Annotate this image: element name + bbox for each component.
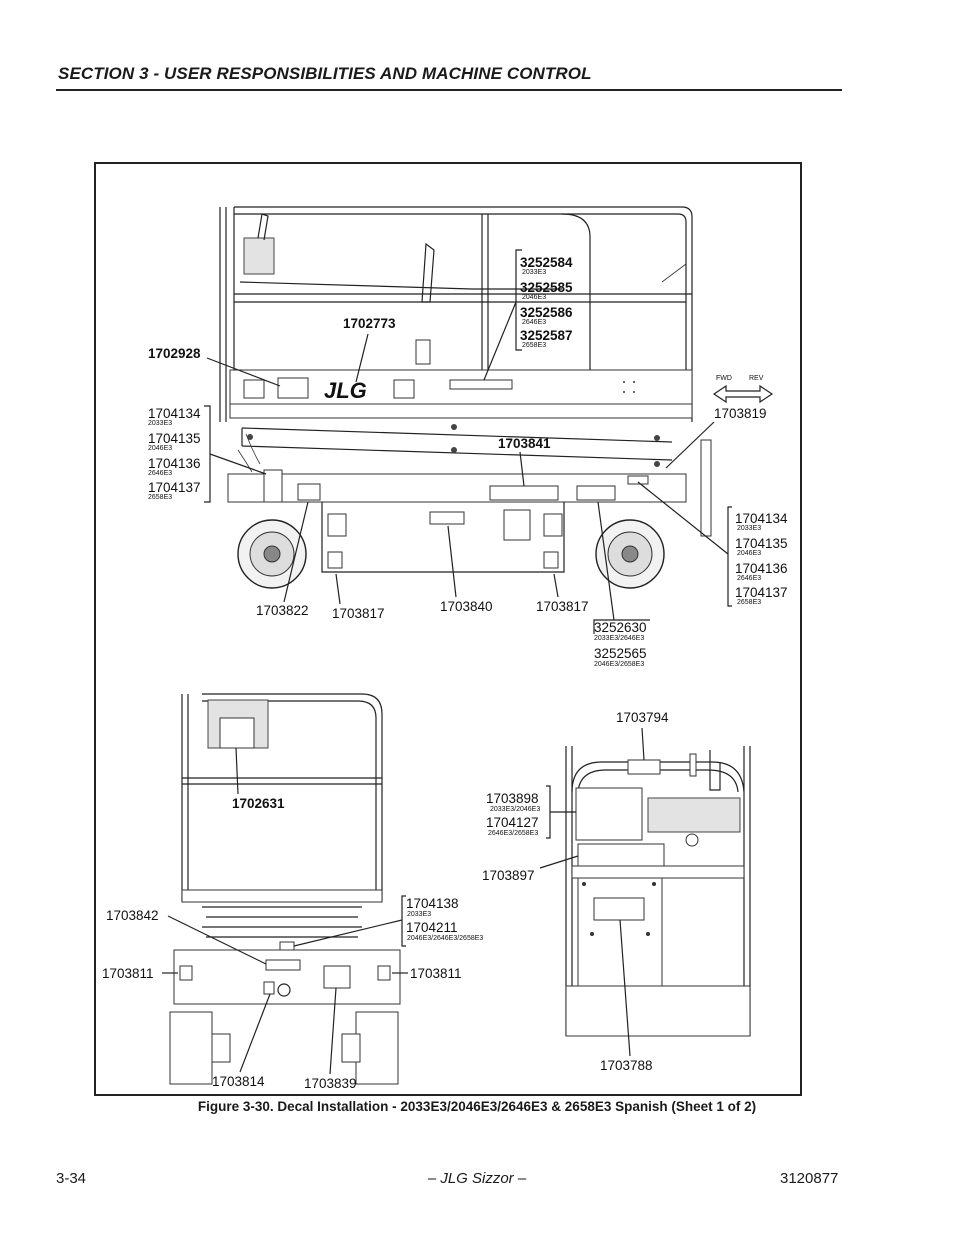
callout-1704211: 1704211	[406, 920, 458, 935]
right-model-2033e3: 2033E3	[737, 525, 761, 532]
callout-1703811-right: 1703811	[410, 966, 462, 981]
model-2046e3: 2046E3	[522, 294, 546, 301]
header-rule	[56, 89, 842, 91]
callout-1703788: 1703788	[600, 1058, 653, 1073]
callout-1703819: 1703819	[714, 406, 767, 421]
callout-1704127: 1704127	[486, 815, 539, 830]
callout-3252585: 3252585	[520, 280, 573, 295]
models-3252565: 2046E3/2658E3	[594, 661, 644, 668]
callout-3252630: 3252630	[594, 620, 647, 635]
left-model-2033e3: 2033E3	[148, 420, 172, 427]
model-2646e3: 2646E3	[522, 319, 546, 326]
callout-3252586: 3252586	[520, 305, 573, 320]
fwd-rev-arrow-icon	[712, 384, 774, 404]
side-view-machine: JLG	[219, 206, 774, 589]
section-title: SECTION 3 - USER RESPONSIBILITIES AND MA…	[58, 64, 592, 83]
callout-left-1704135: 1704135	[148, 431, 201, 446]
callout-right-1704135: 1704135	[735, 536, 788, 551]
models-1704127: 2646E3/2658E3	[488, 830, 538, 837]
side-view-callouts: 3252584 2033E3 3252585 2046E3 3252586 26…	[148, 249, 788, 668]
fwd-label: FWD	[716, 375, 732, 382]
callout-3252587: 3252587	[520, 328, 573, 343]
document-number: 3120877	[780, 1170, 839, 1187]
left-model-2658e3: 2658E3	[148, 494, 172, 501]
figure-caption: Figure 3-30. Decal Installation - 2033E3…	[197, 1099, 757, 1114]
rev-label: REV	[749, 375, 764, 382]
callout-1703822: 1703822	[256, 603, 309, 618]
callout-1702928: 1702928	[148, 346, 201, 361]
callout-left-1704137: 1704137	[148, 480, 201, 495]
callout-3252584: 3252584	[520, 255, 573, 270]
figure-frame: JLG	[94, 162, 802, 1096]
callout-right-1704134: 1704134	[735, 511, 788, 526]
jlg-logo: JLG	[324, 378, 367, 403]
callout-1703898: 1703898	[486, 791, 539, 806]
model-2658e3: 2658E3	[522, 342, 546, 349]
callout-1703811-left: 1703811	[102, 966, 154, 981]
right-model-2646e3: 2646E3	[737, 575, 761, 582]
callout-1703842: 1703842	[106, 908, 159, 923]
right-model-2046e3: 2046E3	[737, 550, 761, 557]
callout-1703817-right: 1703817	[536, 599, 589, 614]
model-2033e3: 2033E3	[522, 269, 546, 276]
callout-1703817-left: 1703817	[332, 606, 385, 621]
decal-installation-diagram: JLG	[102, 206, 788, 1091]
callout-1703839: 1703839	[304, 1076, 357, 1091]
models-3252630: 2033E3/2646E3	[594, 635, 644, 642]
rear-view-machine	[565, 746, 751, 1037]
page-number: 3-34	[56, 1170, 87, 1187]
callout-1703814: 1703814	[212, 1074, 265, 1089]
callout-1702631: 1702631	[232, 796, 285, 811]
callout-3252565: 3252565	[594, 646, 647, 661]
front-view-callouts: 1702631 1704138 2033E3 1704211 2046E3/26…	[102, 747, 483, 1091]
callout-1703897: 1703897	[482, 868, 535, 883]
models-1704211: 2046E3/2646E3/2658E3	[407, 935, 483, 942]
manual-title: – JLG Sizzor –	[427, 1170, 527, 1187]
rear-view-callouts: 1703794 1703898 2033E3/2046E3 1704127 26…	[482, 710, 669, 1073]
left-model-2046e3: 2046E3	[148, 445, 172, 452]
callout-left-1704136: 1704136	[148, 456, 201, 471]
right-model-2658e3: 2658E3	[737, 599, 761, 606]
callout-1703794: 1703794	[616, 710, 669, 725]
models-1703898: 2033E3/2046E3	[490, 806, 540, 813]
callout-1704138: 1704138	[406, 896, 459, 911]
callout-1703840: 1703840	[440, 599, 493, 614]
models-1704138: 2033E3	[407, 911, 431, 918]
callout-1703841: 1703841	[498, 436, 551, 451]
callout-1702773: 1702773	[343, 316, 396, 331]
callout-right-1704137: 1704137	[735, 585, 788, 600]
left-model-2646e3: 2646E3	[148, 470, 172, 477]
front-view-machine	[169, 693, 401, 1085]
callout-left-1704134: 1704134	[148, 406, 201, 421]
callout-right-1704136: 1704136	[735, 561, 788, 576]
